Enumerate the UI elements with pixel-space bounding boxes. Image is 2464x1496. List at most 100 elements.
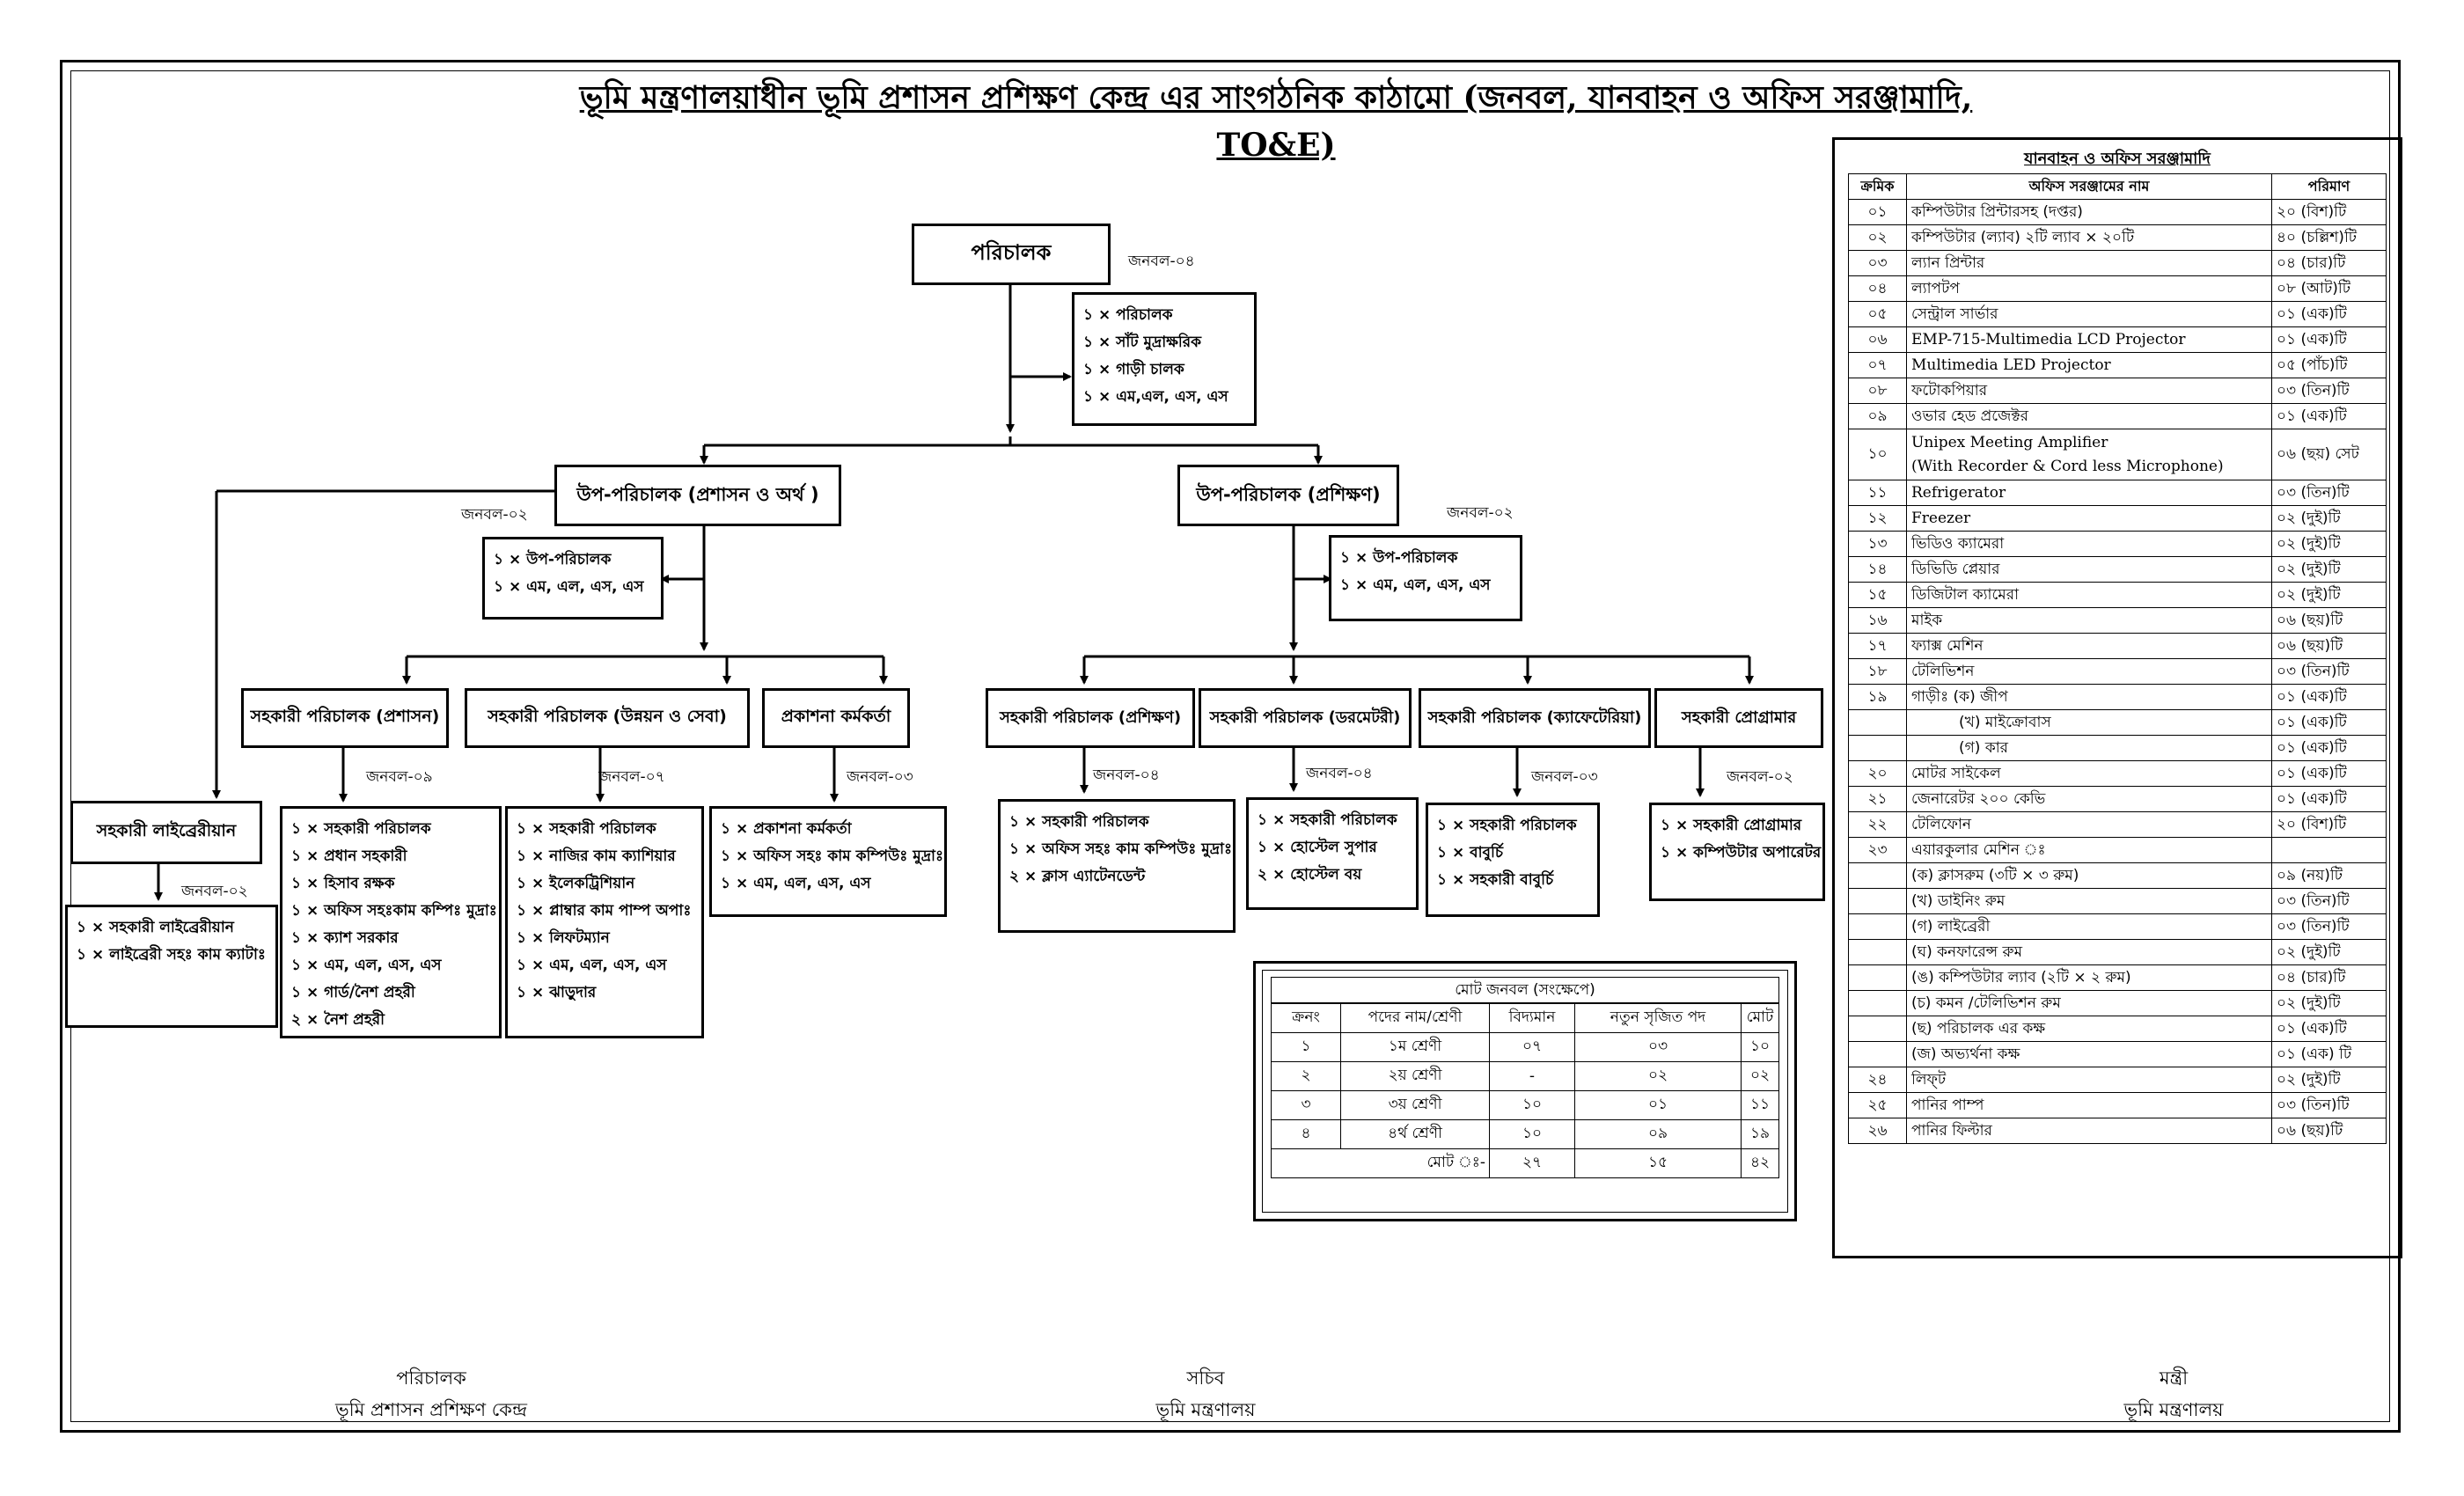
director-label: পরিচালক: [971, 240, 1052, 265]
staff-item: ১ × প্রকাশনা কর্মকর্তা: [721, 820, 852, 838]
equipment-serial: [1848, 709, 1907, 736]
summary-cell: ১ম শ্রেণী: [1340, 1032, 1490, 1062]
staff-item: ১ × এম, এল, এস, এস: [291, 957, 442, 974]
equipment-serial: ০৮: [1848, 378, 1907, 404]
equipment-name: ডিজিটাল ক্যামেরা: [1906, 582, 2272, 608]
equipment-serial: ২৩: [1848, 837, 1907, 863]
equipment-quantity: ০৩ (তিন)টি: [2271, 913, 2387, 940]
summary-header: পদের নাম/শ্রেণী: [1340, 1003, 1490, 1033]
equipment-quantity: ০৩ (তিন)টি: [2271, 1092, 2387, 1118]
equipment-name-line: Unipex Meeting Amplifier: [1911, 433, 2108, 451]
publication-label: প্রকাশনা কর্মকর্তা: [781, 707, 891, 726]
equipment-serial: ২৪: [1848, 1067, 1907, 1093]
equipment-name: Unipex Meeting Amplifier (With Recorder &…: [1906, 429, 2272, 480]
summary-cell: ২য় শ্রেণী: [1340, 1061, 1490, 1091]
equipment-quantity: ২০ (বিশ)টি: [2271, 811, 2387, 838]
equipment-serial: ০২: [1848, 224, 1907, 251]
summary-cell: ০৯: [1574, 1119, 1742, 1149]
equipment-name: (ক) ক্লাসরুম (৩টি × ৩ রুম): [1906, 862, 2272, 889]
equipment-serial: ২৫: [1848, 1092, 1907, 1118]
summary-cell: ১০: [1741, 1032, 1779, 1062]
summary-cell: ২: [1271, 1061, 1341, 1091]
publication-manpower: জনবল-০৩: [847, 768, 913, 786]
equipment-name-line: (With Recorder & Cord less Microphone): [1911, 457, 2224, 475]
equipment-serial: [1848, 862, 1907, 889]
equipment-quantity: ০১ (এক)টি: [2271, 1016, 2387, 1042]
signature-minister: মন্ত্রী ভূমি মন্ত্রণালয়: [2042, 1362, 2306, 1426]
equipment-header: ক্রমিক: [1848, 173, 1907, 200]
staff-item: ১ × গার্ড/নৈশ প্রহরী: [291, 984, 415, 1001]
asst-training-label: সহকারী পরিচালক (প্রশিক্ষণ): [999, 708, 1182, 727]
staff-item: ১ × ঝাড়ুদার: [517, 984, 597, 1001]
deputy-director-training-box: উপ-পরিচালক (প্রশিক্ষণ): [1177, 465, 1399, 526]
summary-total-row: মোট ঃ- ২৭ ১৫ ৪২: [1271, 1148, 1779, 1178]
summary-cell: ০৩: [1574, 1032, 1742, 1062]
equipment-name: টেলিভিশন: [1906, 658, 2272, 685]
equipment-row: (ঙ) কম্পিউটার ল্যাব (২টি × ২ রুম)০৪ (চার…: [1848, 964, 2387, 991]
equipment-row: (গ) লাইব্রেরী০৩ (তিন)টি: [1848, 913, 2387, 940]
summary-row: ১ ১ম শ্রেণী ০৭ ০৩ ১০: [1271, 1032, 1779, 1062]
equipment-name: ভিডিও ক্যামেরা: [1906, 531, 2272, 557]
equipment-serial: ১০: [1848, 429, 1907, 480]
deputy-admin-label: উপ-পরিচালক (প্রশাসন ও অর্থ ): [576, 483, 819, 505]
equipment-serial: ০৬: [1848, 326, 1907, 353]
equipment-quantity: ০৩ (তিন)টি: [2271, 888, 2387, 914]
equipment-quantity: ০৯ (নয়)টি: [2271, 862, 2387, 889]
equipment-name: (ঙ) কম্পিউটার ল্যাব (২টি × ২ রুম): [1906, 964, 2272, 991]
equipment-quantity: ০৬ (ছয়)টি: [2271, 607, 2387, 634]
equipment-name: লিফ্‌ট: [1906, 1067, 2272, 1093]
equipment-name: EMP-715-Multimedia LCD Projector: [1906, 326, 2272, 353]
asst-librarian-box: সহকারী লাইব্রেরীয়ান: [70, 801, 262, 864]
equipment-quantity: ০১ (এক)টি: [2271, 684, 2387, 710]
asst-cafe-manpower: জনবল-০৩: [1531, 768, 1598, 786]
staff-item: ২ × হোস্টেল বয়: [1258, 866, 1362, 884]
staff-item: ১ × উপ-পরিচালক: [1340, 549, 1458, 567]
equipment-quantity: ০৩ (তিন)টি: [2271, 378, 2387, 404]
staff-item: ১ × অফিস সহঃকাম কম্পিঃ মুদ্রাঃ: [291, 902, 497, 920]
summary-outer-border: [1253, 961, 1797, 1221]
equipment-quantity: ০৩ (তিন)টি: [2271, 658, 2387, 685]
equipment-quantity: ০২ (দুই)টি: [2271, 582, 2387, 608]
equipment-serial: [1848, 735, 1907, 761]
staff-item: ১ × প্লাম্বার কাম পাম্প অপাঃ: [517, 902, 692, 920]
equipment-serial: ০৩: [1848, 250, 1907, 276]
equipment-serial: ২১: [1848, 786, 1907, 812]
equipment-name: গাড়ীঃ (ক) জীপ: [1906, 684, 2272, 710]
equipment-quantity: ০৬ (ছয়)টি: [2271, 633, 2387, 659]
summary-row: ২ ২য় শ্রেণী - ০২ ০২: [1271, 1061, 1779, 1091]
staff-item: ১ × সহকারী লাইব্রেরীয়ান: [77, 919, 234, 936]
summary-header: বিদ্যমান: [1489, 1003, 1575, 1033]
asst-director-training-box: সহকারী পরিচালক (প্রশিক্ষণ): [986, 688, 1195, 748]
equipment-quantity: ০৬ (ছয়)টি: [2271, 1118, 2387, 1144]
staff-item: ১ × এম, এল, এস, এস: [721, 875, 871, 892]
staff-item: ১ × সাঁট মুদ্রাক্ষরিক: [1083, 334, 1201, 351]
asst-admin-manpower: জনবল-০৯: [366, 768, 433, 786]
equipment-name: মোটর সাইকেল: [1906, 760, 2272, 787]
equipment-quantity: ০৩ (তিন)টি: [2271, 480, 2387, 506]
equipment-quantity: [2271, 837, 2387, 863]
signature-secretary: সচিব ভূমি মন্ত্রণালয়: [1074, 1362, 1338, 1426]
summary-title: মোট জনবল (সংক্ষেপে): [1271, 977, 1779, 1003]
equipment-header: অফিস সরঞ্জামের নাম: [1906, 173, 2272, 200]
publication-staff-list: ১ × প্রকাশনা কর্মকর্তা ১ × অফিস সহঃ কাম …: [709, 806, 947, 917]
equipment-quantity: ০১ (এক)টি: [2271, 786, 2387, 812]
equipment-name: (ছ) পরিচালক এর কক্ষ: [1906, 1016, 2272, 1042]
asst-cafe-label: সহকারী পরিচালক (ক্যাফেটেরিয়া): [1427, 708, 1642, 727]
signature-role: সচিব: [1186, 1368, 1225, 1389]
summary-cell: ১০: [1489, 1119, 1575, 1149]
outer-border: [60, 60, 2401, 1433]
equipment-header-row: ক্রমিক অফিস সরঞ্জামের নাম পরিমাণ: [1848, 173, 2387, 200]
staff-item: ২ × ক্লাস এ্যাটেনডেন্ট: [1009, 868, 1146, 885]
